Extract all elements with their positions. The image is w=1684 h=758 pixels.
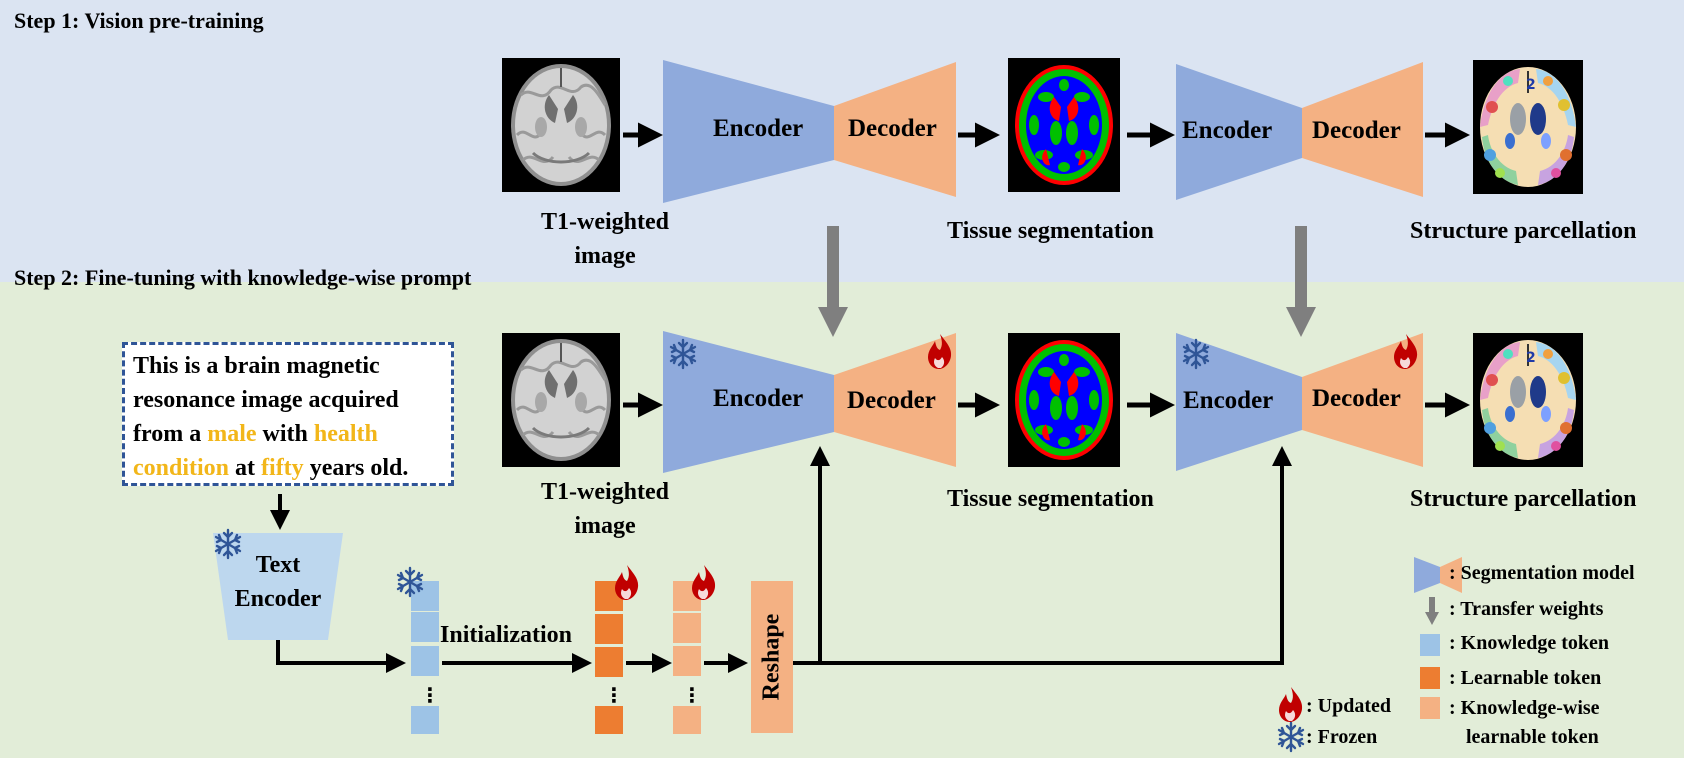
legend-segmentation-model: : Segmentation model xyxy=(1449,562,1635,584)
highlight-male: male xyxy=(207,421,257,447)
step1-title: Step 1: Vision pre-training xyxy=(14,8,264,33)
reshape-label: Reshape xyxy=(758,613,785,701)
legend-frozen: : Frozen xyxy=(1306,726,1378,748)
legend-transfer-weights: : Transfer weights xyxy=(1449,598,1604,620)
tissue-caption-step1: Tissue segmentation xyxy=(947,218,1154,244)
decoder-2-step1-label: Decoder xyxy=(1312,117,1401,144)
decoder-1-step2-label: Decoder xyxy=(847,387,936,414)
legend-updated: : Updated xyxy=(1306,695,1392,717)
t1-caption-step1: T1-weighted image xyxy=(541,209,669,269)
initialization-label: Initialization xyxy=(440,622,573,648)
highlight-health: health xyxy=(313,421,378,447)
encoder-2-step2-label: Encoder xyxy=(1183,387,1274,414)
knowledge-prompt-box: This is a brain magnetic resonance image… xyxy=(122,342,454,486)
text-encoder-label: Text Encoder xyxy=(234,552,322,612)
highlight-condition: condition xyxy=(133,455,230,481)
decoder-1-step1-label: Decoder xyxy=(848,115,937,142)
encoder-1-step1-label: Encoder xyxy=(713,115,804,142)
t1-caption-step2: T1-weighted image xyxy=(541,479,669,539)
structure-caption-step2: Structure parcellation xyxy=(1410,486,1637,512)
structure-caption-step1: Structure parcellation xyxy=(1410,218,1637,244)
encoder-1-step2-label: Encoder xyxy=(713,385,804,412)
decoder-2-step2-label: Decoder xyxy=(1312,385,1401,412)
legend-kw-learnable-token-line2: learnable token xyxy=(1466,726,1599,748)
tissue-caption-step2: Tissue segmentation xyxy=(947,486,1154,512)
encoder-2-step1-label: Encoder xyxy=(1182,117,1273,144)
legend-kw-learnable-token: : Knowledge-wise xyxy=(1449,697,1600,719)
legend-knowledge-token: : Knowledge token xyxy=(1449,632,1609,654)
step2-title: Step 2: Fine-tuning with knowledge-wise … xyxy=(14,265,472,290)
highlight-fifty: fifty xyxy=(261,455,304,481)
legend-learnable-token: : Learnable token xyxy=(1449,667,1602,689)
